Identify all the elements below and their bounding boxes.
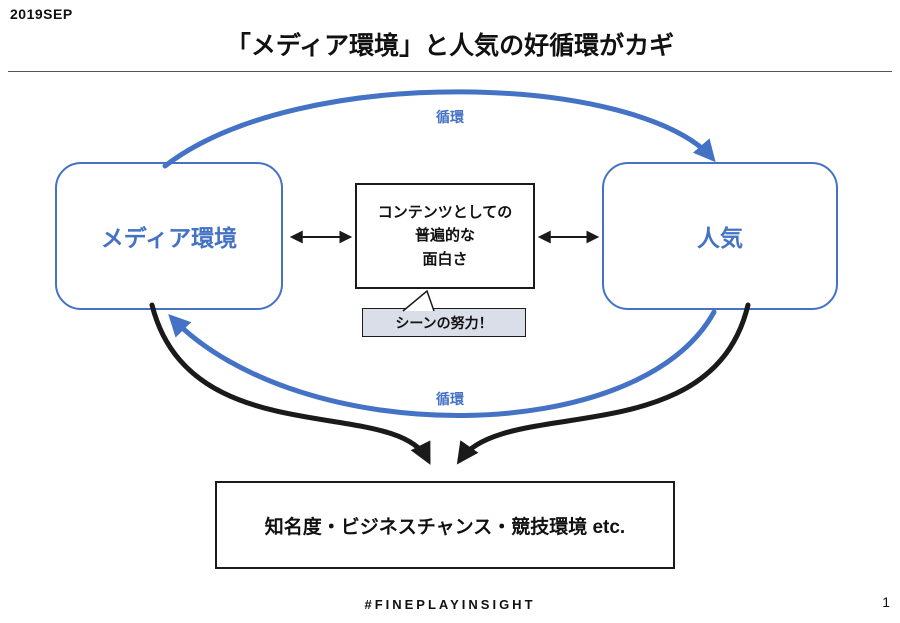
popularity-box: 人気: [602, 162, 838, 310]
cycle-arrow-top: [162, 89, 716, 169]
cycle-label-top: 循環: [436, 109, 464, 125]
title-divider: [8, 71, 892, 72]
media-environment-label: メディア環境: [100, 225, 238, 251]
content-quality-line-2: 普遍的な: [414, 227, 475, 245]
popularity-label: 人気: [697, 225, 743, 251]
content-quality-box: コンテンツとしての 普遍的な 面白さ: [355, 183, 535, 289]
scene-effort-label: シーンの努力！: [395, 314, 493, 331]
cycle-label-bottom: 循環: [436, 391, 464, 407]
outcome-box: 知名度・ビジネスチャンス・競技環境 etc.: [215, 481, 675, 569]
media-environment-box: メディア環境: [55, 162, 283, 310]
page-number: 1: [882, 594, 890, 610]
content-quality-line-3: 面白さ: [422, 250, 468, 268]
scene-effort-callout: シーンの努力！: [362, 308, 526, 337]
content-quality-line-1: コンテンツとしての: [377, 204, 513, 222]
page-title: 「メディア環境」と人気の好循環がカギ: [225, 32, 675, 60]
date-label: 2019SEP: [10, 6, 73, 22]
outcome-label: 知名度・ビジネスチャンス・競技環境 etc.: [264, 516, 626, 538]
footer-hashtag: #FINEPLAYINSIGHT: [364, 597, 536, 612]
